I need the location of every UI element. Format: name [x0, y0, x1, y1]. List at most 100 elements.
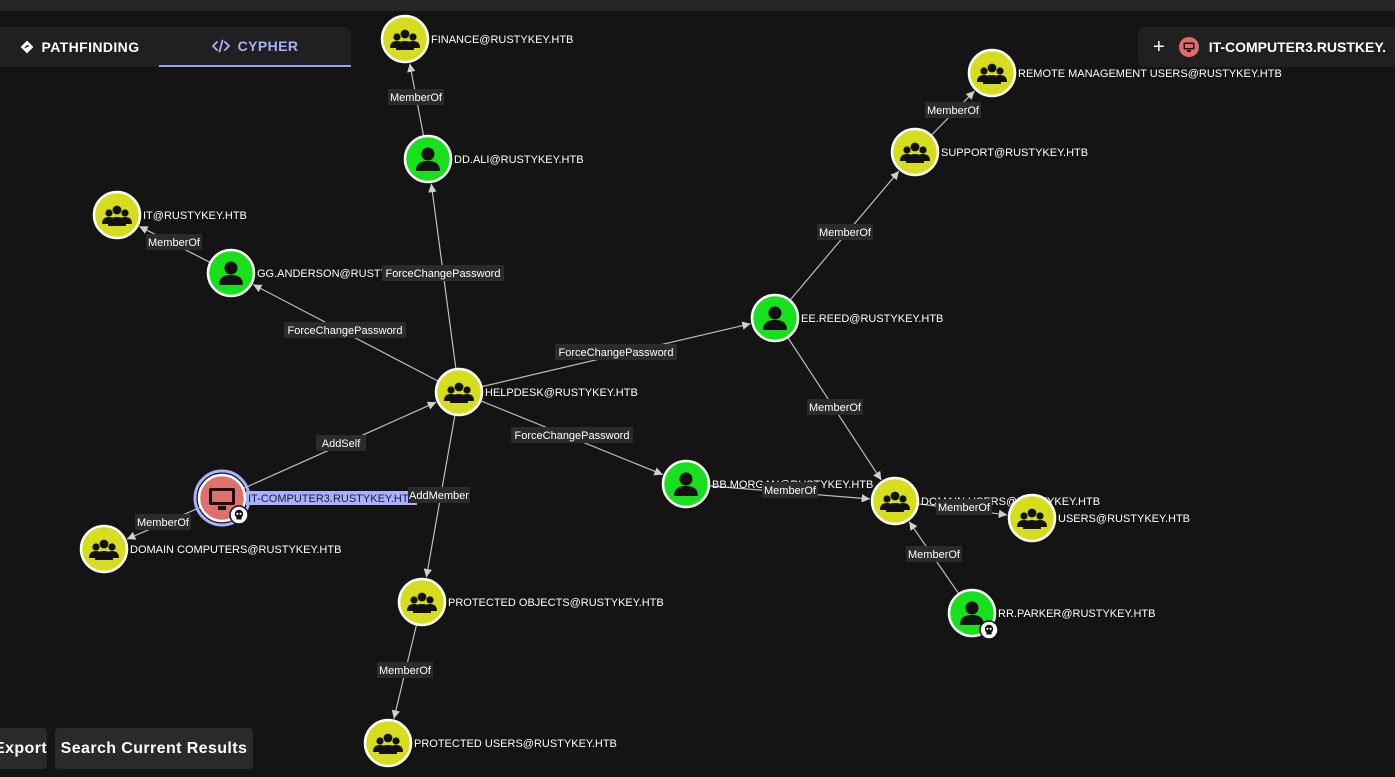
- node-ddali[interactable]: DD.ALI@RUSTYKEY.HTB: [403, 134, 584, 184]
- selected-node-title: IT-COMPUTER3.RUSTKEY.: [1208, 39, 1387, 55]
- edge-label-text: MemberOf: [148, 237, 201, 249]
- node-label: PROTECTED OBJECTS@RUSTYKEY.HTB: [448, 597, 664, 609]
- group-icon: [880, 491, 910, 512]
- node-domaincomputers[interactable]: DOMAIN COMPUTERS@RUSTYKEY.HTB: [79, 524, 341, 574]
- edge-label-bg: [925, 102, 981, 118]
- node-protectedobjects[interactable]: PROTECTED OBJECTS@RUSTYKEY.HTB: [397, 577, 664, 627]
- edge-label: AddSelf: [316, 435, 366, 451]
- expand-panel-button[interactable]: +: [1153, 36, 1165, 58]
- edge-label: ForceChangePassword: [511, 427, 633, 443]
- node-helpdesk[interactable]: HELPDESK@RUSTYKEY.HTB: [434, 367, 638, 417]
- edge-label: MemberOf: [135, 514, 191, 530]
- edge-label-text: ForceChangePassword: [288, 325, 403, 337]
- node-eereed[interactable]: EE.REED@RUSTYKEY.HTB: [750, 293, 943, 343]
- tab-pathfinding-label: PATHFINDING: [41, 39, 140, 55]
- edge-label-bg: [408, 487, 470, 503]
- selected-label-bg: [246, 491, 417, 505]
- node-circle: [79, 524, 129, 574]
- edge-label-text: ForceChangePassword: [515, 430, 630, 442]
- node-label: PROTECTED USERS@RUSTYKEY.HTB: [414, 738, 617, 750]
- node-protectedusers[interactable]: PROTECTED USERS@RUSTYKEY.HTB: [363, 718, 617, 768]
- top-bar: [0, 0, 1395, 11]
- node-label: REMOTE MANAGEMENT USERS@RUSTYKEY.HTB: [1018, 68, 1282, 80]
- edge-label: MemberOf: [377, 662, 433, 678]
- edge-label-text: MemberOf: [390, 92, 443, 104]
- node-label: RR.PARKER@RUSTYKEY.HTB: [998, 608, 1155, 620]
- node-rrparker[interactable]: RR.PARKER@RUSTYKEY.HTB: [947, 588, 1155, 640]
- group-icon: [373, 733, 403, 754]
- node-circle: [890, 127, 940, 177]
- edge-label-bg: [511, 427, 633, 443]
- group-icon: [89, 539, 119, 560]
- group-icon: [977, 63, 1007, 84]
- edge-label-text: MemberOf: [137, 517, 190, 529]
- edge-label-text: ForceChangePassword: [559, 347, 674, 359]
- computer-icon: [1178, 37, 1199, 57]
- diamond-route-icon: [20, 40, 34, 54]
- nodes-layer: FINANCE@RUSTYKEY.HTB DD.ALI@RUSTYKEY.HTB I…: [79, 14, 1282, 768]
- node-users[interactable]: USERS@RUSTYKEY.HTB: [1007, 493, 1190, 543]
- node-label: HELPDESK@RUSTYKEY.HTB: [485, 387, 638, 399]
- group-icon: [1017, 508, 1047, 529]
- edge-label-bg: [146, 234, 202, 250]
- owned-skull-icon: [979, 620, 999, 640]
- node-remotemgmt[interactable]: REMOTE MANAGEMENT USERS@RUSTYKEY.HTB: [967, 48, 1282, 98]
- node-itcomputer3[interactable]: IT-COMPUTER3.RUSTYKEY.HTB: [193, 469, 417, 527]
- group-icon: [900, 142, 930, 163]
- edge-label-text: AddSelf: [322, 438, 361, 450]
- edge-label-bg: [316, 435, 366, 451]
- edge-label: MemberOf: [925, 102, 981, 118]
- node-finance[interactable]: FINANCE@RUSTYKEY.HTB: [380, 14, 573, 64]
- export-button-label: Export: [0, 739, 47, 757]
- export-button[interactable]: Export: [0, 728, 47, 769]
- edge-label-text: MemberOf: [938, 502, 991, 514]
- edge-label: ForceChangePassword: [284, 322, 406, 338]
- edge-label-bg: [135, 514, 191, 530]
- node-label: FINANCE@RUSTYKEY.HTB: [431, 34, 573, 46]
- edge-label: MemberOf: [817, 224, 873, 240]
- edge-label: ForceChangePassword: [382, 265, 504, 281]
- edge-label: MemberOf: [906, 546, 962, 562]
- node-label: IT-COMPUTER3.RUSTYKEY.HTB: [248, 493, 416, 505]
- edge-label-text: MemberOf: [379, 665, 432, 677]
- edge-label-bg: [906, 546, 962, 562]
- node-circle: [363, 718, 413, 768]
- node-label: SUPPORT@RUSTYKEY.HTB: [941, 147, 1088, 159]
- edge-label-text: ForceChangePassword: [386, 268, 501, 280]
- tab-cypher[interactable]: CYPHER: [159, 27, 351, 67]
- group-icon: [390, 29, 420, 50]
- group-icon: [444, 382, 474, 403]
- user-icon: [416, 147, 440, 171]
- edge-label-text: AddMember: [409, 490, 469, 502]
- edge-label: MemberOf: [936, 499, 992, 515]
- edge-label-text: MemberOf: [764, 485, 817, 497]
- edge-label: MemberOf: [146, 234, 202, 250]
- node-label: DD.ALI@RUSTYKEY.HTB: [454, 154, 584, 166]
- node-label: DOMAIN COMPUTERS@RUSTYKEY.HTB: [130, 544, 341, 556]
- code-icon: [211, 39, 230, 53]
- edge-label: MemberOf: [388, 89, 444, 105]
- group-icon: [102, 205, 132, 226]
- node-label: USERS@RUSTYKEY.HTB: [1058, 513, 1190, 525]
- edge-label: AddMember: [408, 487, 470, 503]
- edge-label-bg: [555, 344, 677, 360]
- owned-skull-icon: [229, 505, 249, 525]
- edge-label: ForceChangePassword: [555, 344, 677, 360]
- node-circle: [92, 190, 142, 240]
- computer-icon: [209, 488, 235, 510]
- user-icon: [219, 261, 243, 285]
- tab-pathfinding[interactable]: PATHFINDING: [0, 27, 159, 67]
- edge-label-text: MemberOf: [819, 227, 872, 239]
- user-icon: [960, 601, 984, 625]
- search-current-results-button[interactable]: Search Current Results: [55, 728, 253, 769]
- node-support[interactable]: SUPPORT@RUSTYKEY.HTB: [890, 127, 1088, 177]
- edge-label-bg: [377, 662, 433, 678]
- edge-label-bg: [817, 224, 873, 240]
- search-tabs: PATHFINDING CYPHER: [0, 27, 351, 67]
- node-circle: [967, 48, 1017, 98]
- node-circle: [397, 577, 447, 627]
- edge-label-bg: [807, 399, 863, 415]
- node-it[interactable]: IT@RUSTYKEY.HTB: [92, 190, 247, 240]
- edge-label: MemberOf: [807, 399, 863, 415]
